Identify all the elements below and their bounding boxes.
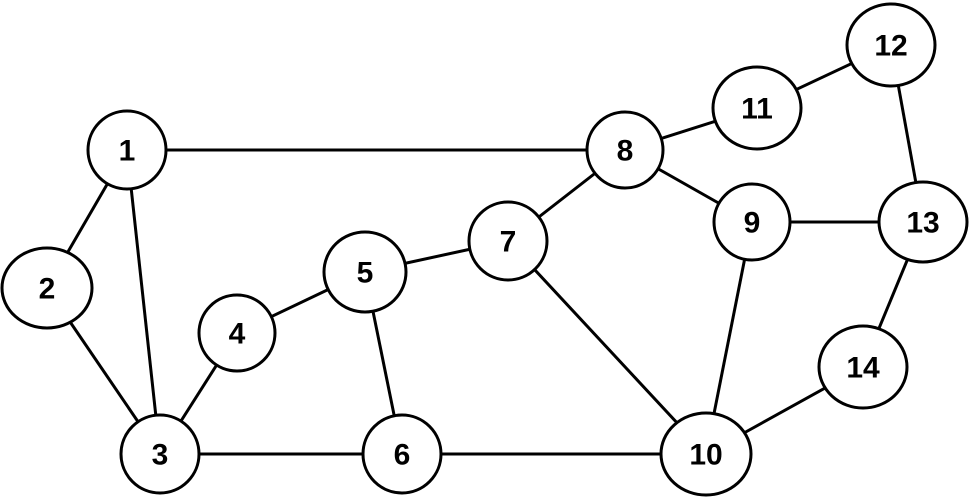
node-5: 5 bbox=[322, 230, 408, 314]
node-circle bbox=[0, 246, 94, 330]
node-label: 3 bbox=[152, 439, 169, 472]
node-11: 11 bbox=[711, 65, 803, 151]
node-circle bbox=[86, 109, 168, 191]
node-12: 12 bbox=[845, 2, 937, 88]
node-circle bbox=[322, 230, 408, 314]
node-circle bbox=[119, 413, 201, 495]
node-label: 5 bbox=[357, 257, 374, 290]
node-label: 10 bbox=[689, 439, 722, 472]
node-label: 1 bbox=[119, 135, 136, 168]
node-label: 14 bbox=[846, 352, 880, 385]
node-14: 14 bbox=[817, 324, 909, 410]
node-circle bbox=[467, 200, 549, 282]
node-label: 13 bbox=[906, 207, 939, 240]
node-7: 7 bbox=[467, 200, 549, 282]
node-9: 9 bbox=[712, 182, 792, 262]
node-3: 3 bbox=[119, 413, 201, 495]
node-8: 8 bbox=[585, 110, 665, 190]
node-label: 8 bbox=[617, 135, 634, 168]
node-circle bbox=[877, 180, 969, 264]
node-6: 6 bbox=[361, 413, 443, 495]
node-circle bbox=[711, 65, 803, 151]
node-circle bbox=[659, 411, 753, 497]
node-circle bbox=[197, 293, 277, 373]
node-label: 9 bbox=[744, 207, 761, 240]
edge-7-10 bbox=[506, 239, 708, 456]
node-4: 4 bbox=[197, 293, 277, 373]
node-circle bbox=[361, 413, 443, 495]
node-label: 7 bbox=[500, 226, 517, 259]
node-circle bbox=[585, 110, 665, 190]
node-10: 10 bbox=[659, 411, 753, 497]
node-label: 4 bbox=[229, 318, 246, 351]
node-2: 2 bbox=[0, 246, 94, 330]
node-circle bbox=[712, 182, 792, 262]
node-label: 12 bbox=[874, 30, 907, 63]
node-label: 11 bbox=[741, 93, 773, 126]
node-circle bbox=[845, 2, 937, 88]
node-circle bbox=[817, 324, 909, 410]
node-label: 6 bbox=[394, 439, 411, 472]
edge-1-3 bbox=[125, 149, 162, 455]
node-label: 2 bbox=[39, 273, 56, 306]
node-13: 13 bbox=[877, 180, 969, 264]
node-1: 1 bbox=[86, 109, 168, 191]
